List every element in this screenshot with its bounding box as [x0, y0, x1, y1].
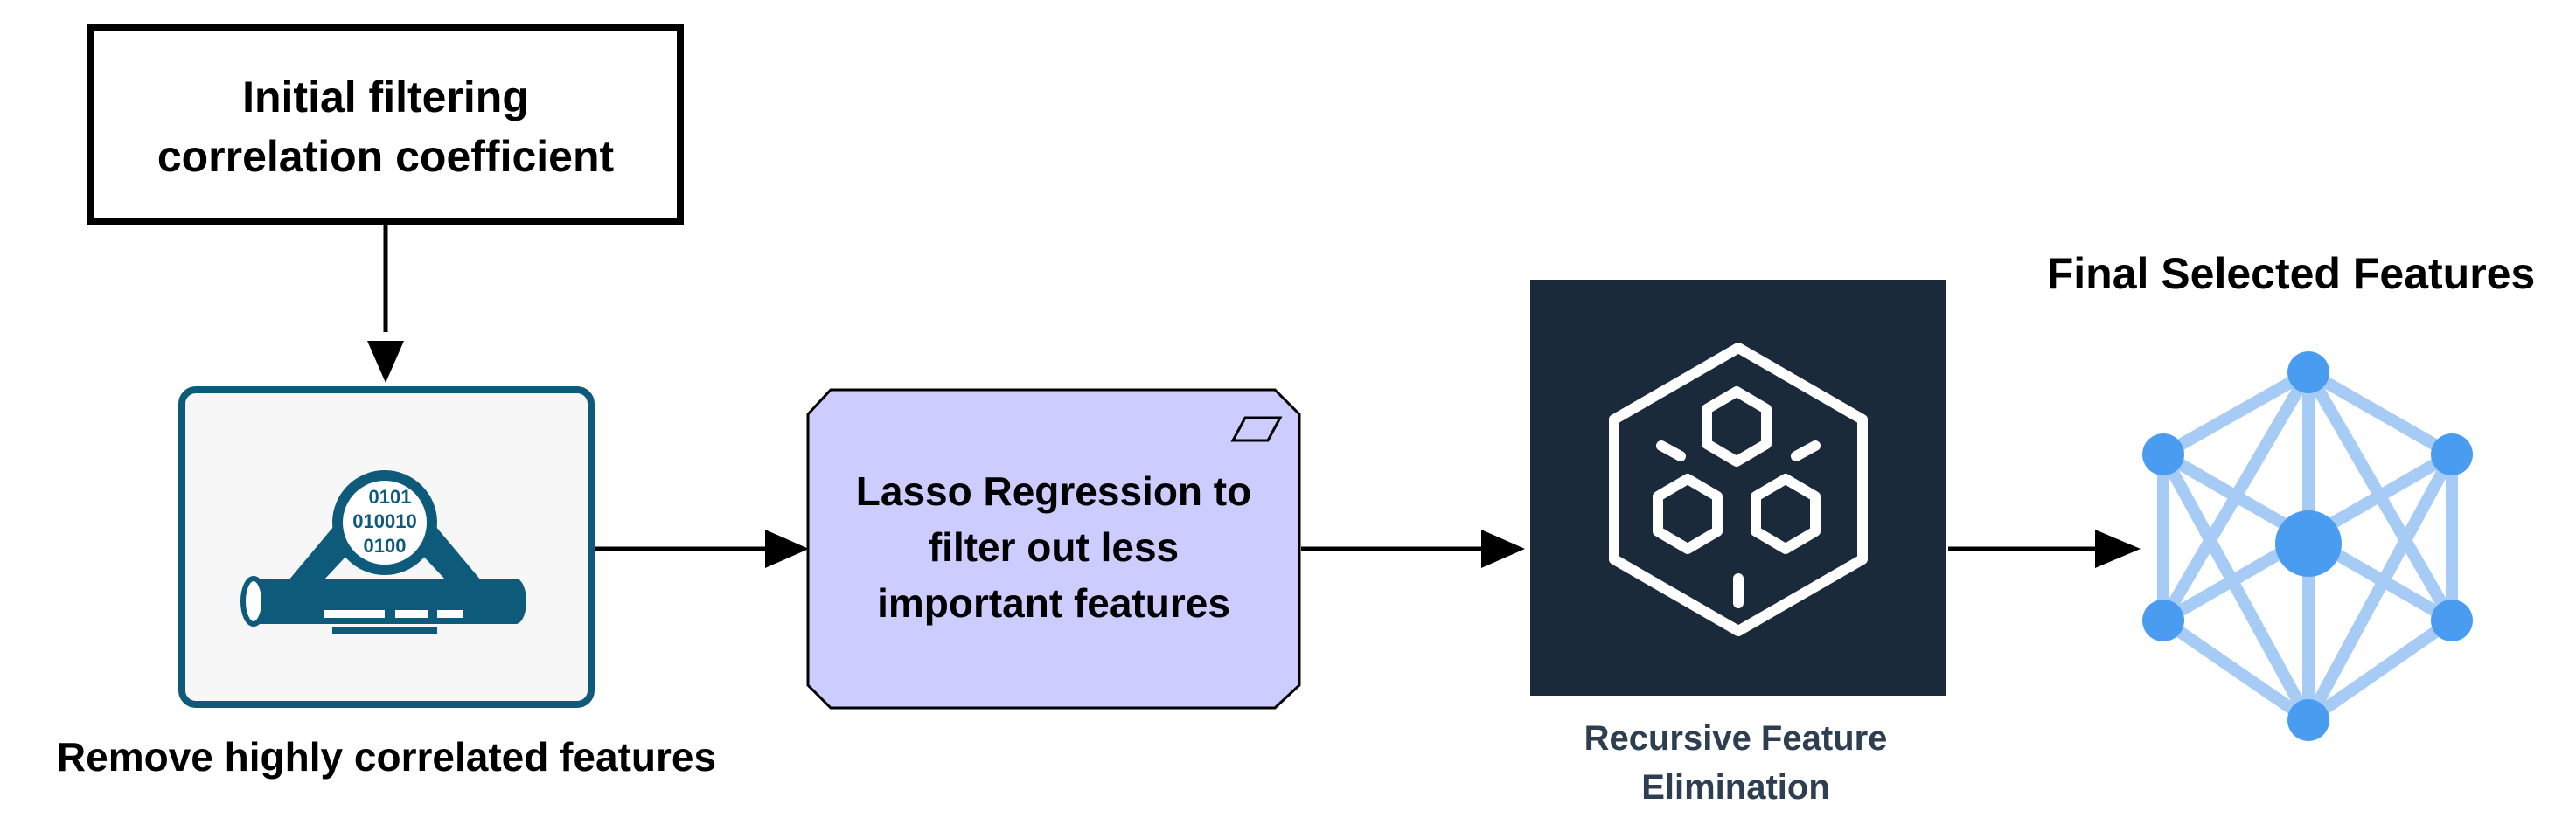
arrow-remove-to-lasso [595, 530, 809, 568]
rfe-caption-line2: Elimination [1641, 768, 1830, 807]
binary-row3: 0100 [364, 535, 407, 557]
arrow-filter-to-remove [367, 225, 404, 383]
data-pipeline-magnifier-icon: 0101 010010 0100 [240, 470, 526, 634]
lasso-line1: Lasso Regression to [856, 468, 1251, 514]
arrow-rfe-to-final [1948, 530, 2141, 568]
final-features-title: Final Selected Features [2047, 249, 2536, 298]
rfe-step [1530, 280, 1946, 696]
hexagon-cube-icon [1609, 343, 1868, 636]
filter-box-line2: correlation coefficient [157, 132, 615, 181]
arrow-lasso-to-rfe [1301, 530, 1525, 568]
filter-box-line1: Initial filtering [242, 73, 529, 121]
rfe-caption-line1: Recursive Feature [1584, 719, 1888, 758]
lasso-line2: filter out less [929, 524, 1179, 570]
remove-step-caption: Remove highly correlated features [57, 734, 716, 780]
binary-row2: 010010 [352, 510, 416, 532]
lasso-line3: important features [877, 580, 1230, 626]
initial-filtering-box: Initial filtering correlation coefficien… [87, 24, 684, 225]
lasso-regression-step: Lasso Regression to filter out less impo… [806, 388, 1301, 710]
network-graph-icon [2142, 351, 2473, 741]
binary-row1: 0101 [369, 486, 412, 508]
remove-correlated-step: 0101 010010 0100 [178, 386, 595, 708]
parallelogram-icon [1230, 416, 1283, 442]
